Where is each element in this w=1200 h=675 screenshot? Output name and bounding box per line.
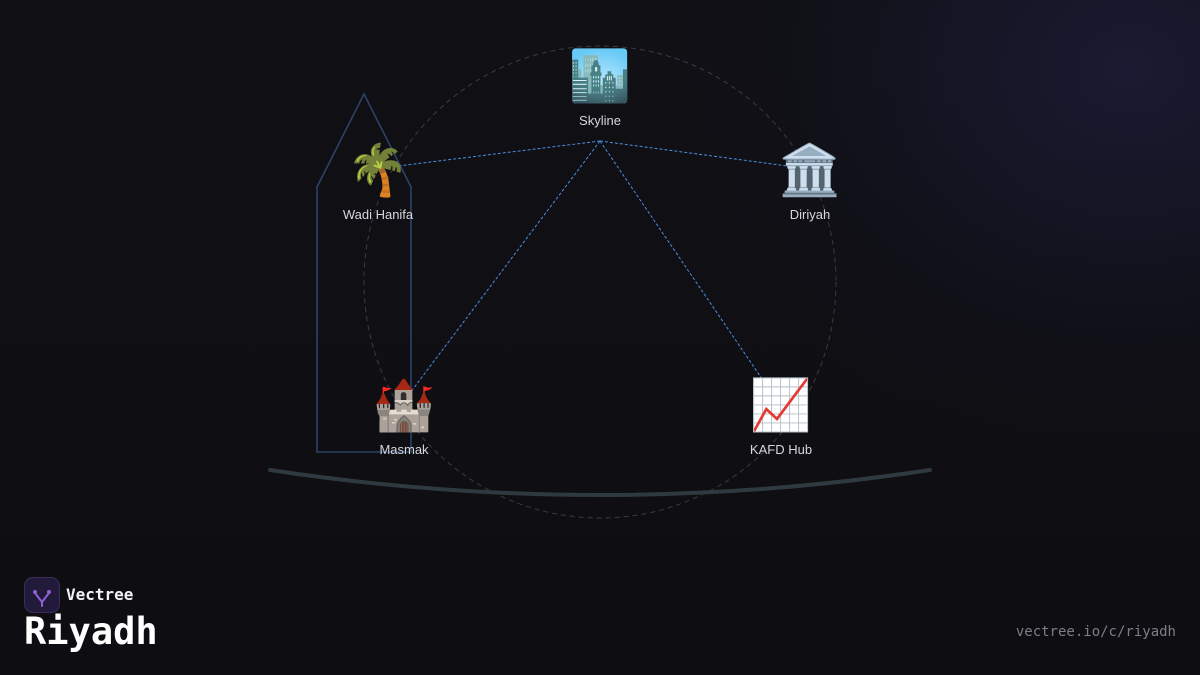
castle-icon: 🏰	[372, 376, 436, 434]
node-label: Diriyah	[789, 207, 831, 222]
classical-building-icon: 🏛️	[778, 141, 842, 199]
tower-outline-icon	[316, 92, 412, 453]
link-skyline-masmak	[409, 140, 601, 394]
node-kafd-hub[interactable]: 📈 KAFD Hub	[711, 376, 851, 457]
node-wadi-hanifa[interactable]: 🌴 Wadi Hanifa	[308, 141, 448, 222]
node-label: KAFD Hub	[749, 442, 813, 457]
page-title: Riyadh	[24, 610, 158, 653]
node-label: Wadi Hanifa	[342, 207, 414, 222]
link-skyline-wadi-hanifa	[397, 140, 601, 167]
node-label: Skyline	[579, 113, 621, 128]
orbit-circle	[363, 45, 837, 519]
link-lines	[397, 140, 796, 399]
brand-name: Vectree	[66, 585, 134, 604]
node-masmak[interactable]: 🏰 Masmak	[334, 376, 474, 457]
node-diriyah[interactable]: 🏛️ Diriyah	[740, 141, 880, 222]
link-skyline-diriyah	[599, 140, 796, 168]
node-skyline[interactable]: 🏙️ Skyline	[530, 47, 670, 128]
vectree-logo-icon	[24, 577, 60, 613]
link-skyline-kafd-hub	[599, 140, 776, 399]
source-url: vectree.io/c/riyadh	[1015, 624, 1176, 640]
ground-curve	[268, 468, 932, 497]
palm-tree-icon: 🌴	[346, 141, 410, 199]
node-label: Masmak	[379, 442, 429, 457]
chart-increasing-icon: 📈	[749, 376, 813, 434]
city-skyline-icon: 🏙️	[568, 47, 632, 105]
